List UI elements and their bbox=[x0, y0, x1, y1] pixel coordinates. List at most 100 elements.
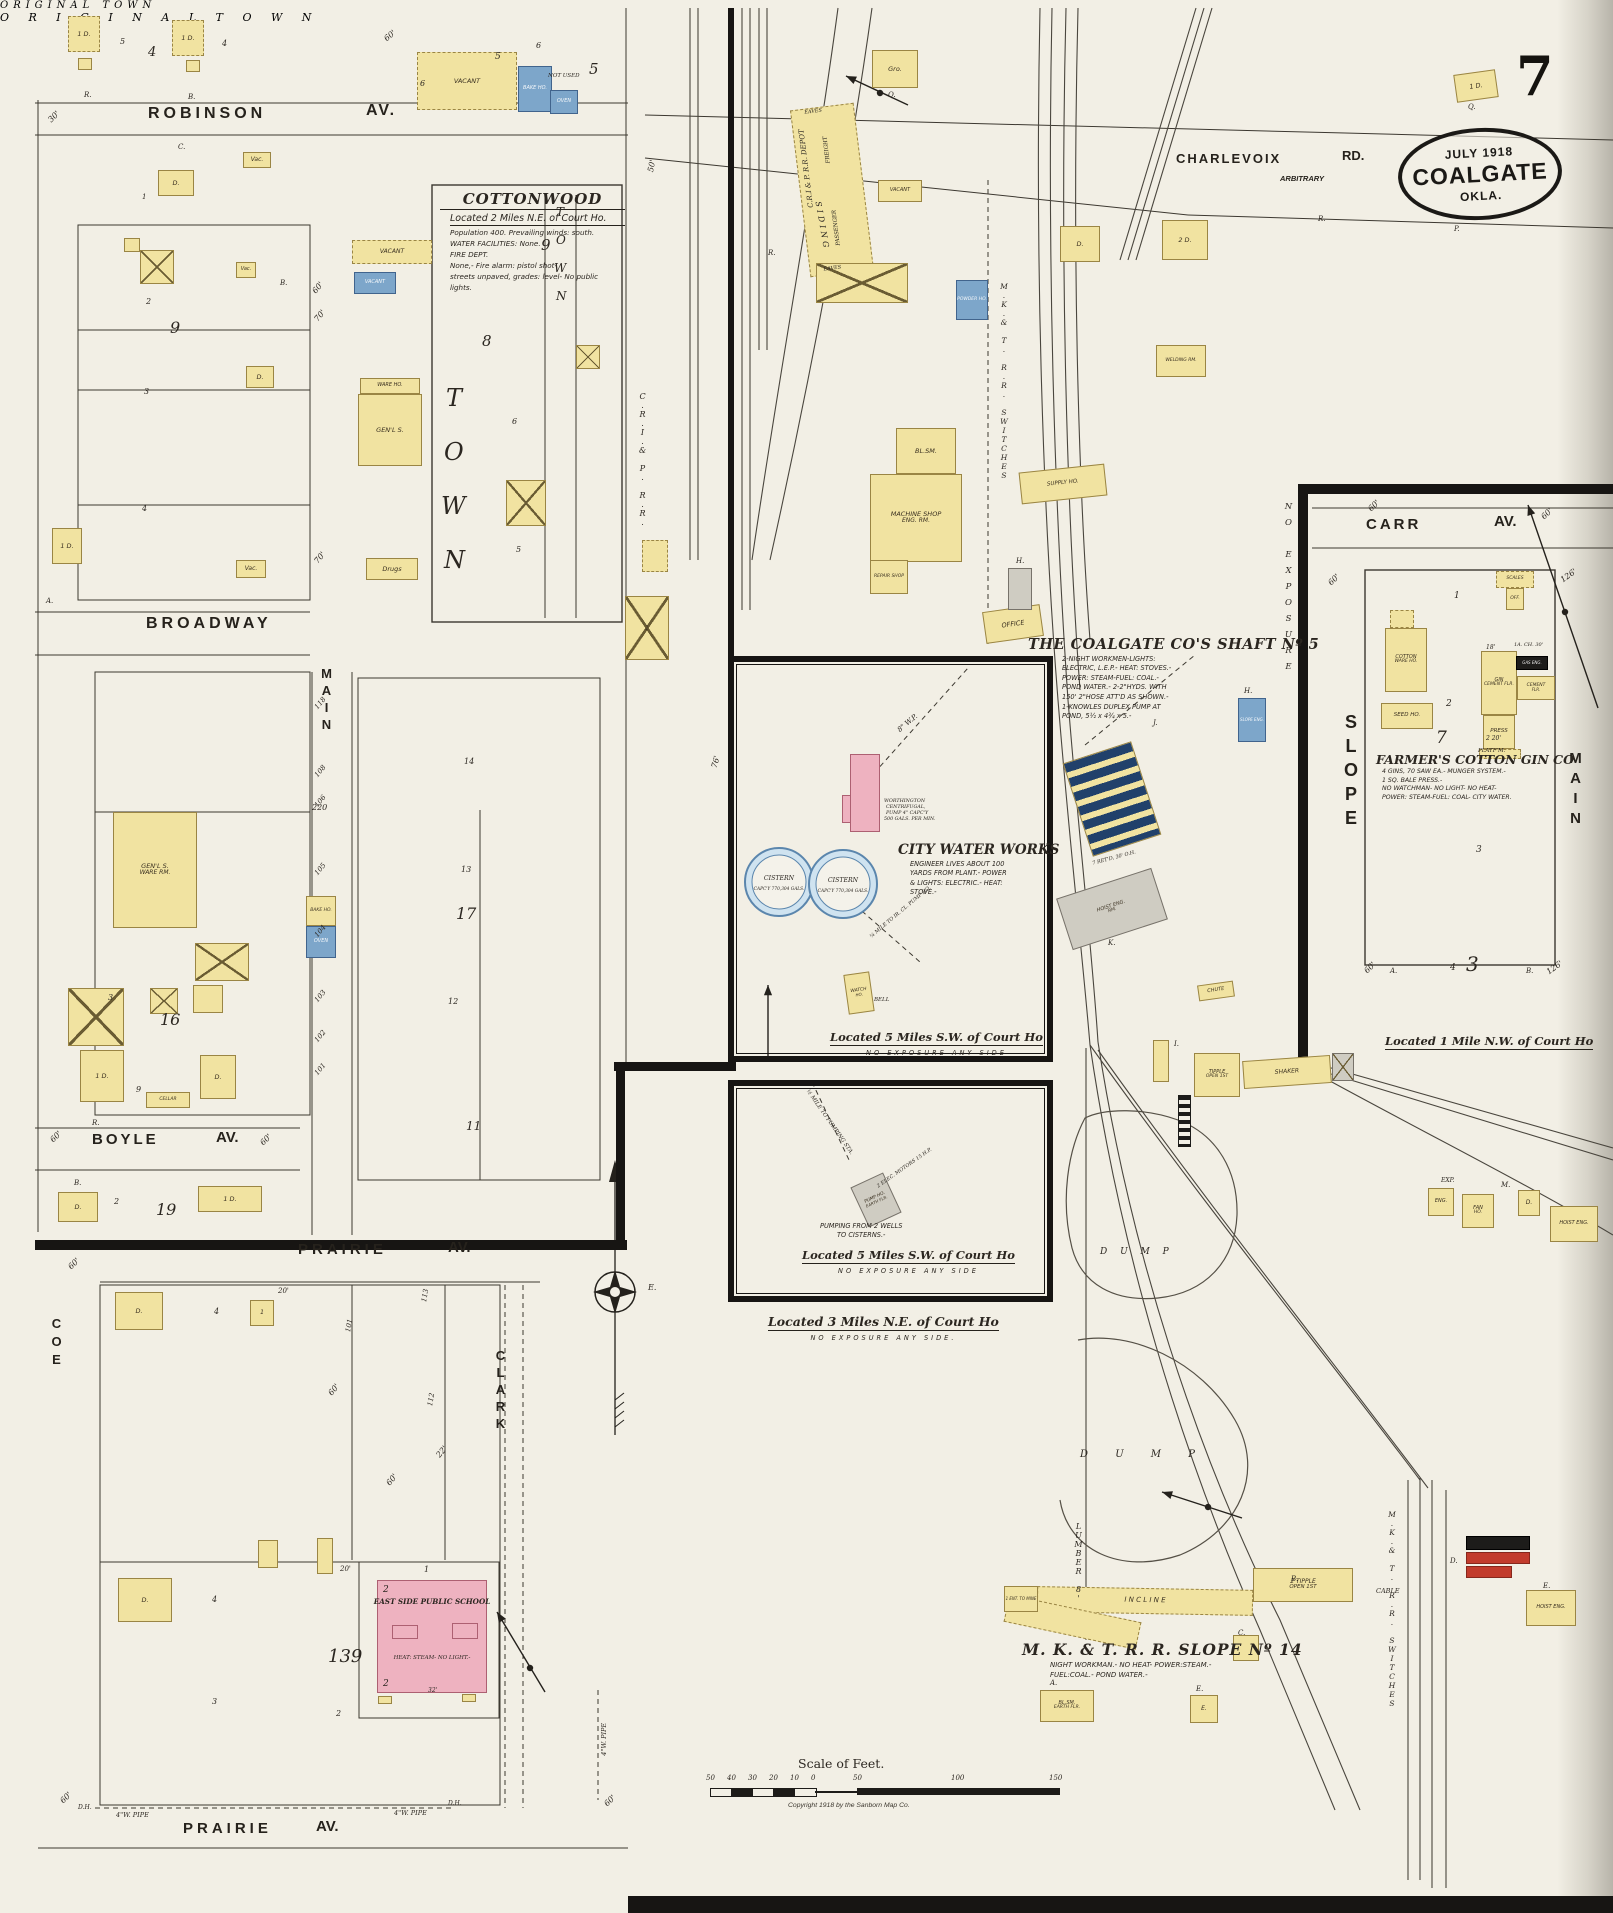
map-label: H. bbox=[1016, 557, 1025, 565]
building-label: TIPPLE bbox=[1208, 1069, 1226, 1076]
powder-house: POWDER HO. bbox=[956, 280, 988, 320]
map-label: Q. bbox=[888, 91, 896, 99]
dwelling: 1 D. bbox=[172, 20, 204, 56]
north-arrow-head bbox=[846, 76, 857, 85]
north-arrow-head bbox=[497, 1612, 506, 1623]
scale-tick: 100 bbox=[951, 1774, 965, 1782]
scale-line bbox=[815, 1791, 857, 1793]
building-label: SEED HO. bbox=[1393, 712, 1421, 719]
building-label: Drugs bbox=[382, 564, 402, 573]
cottonwood-located: Located 2 Miles N.E. of Court Ho. bbox=[450, 213, 625, 226]
map-label: 4"W. PIPE bbox=[394, 1809, 427, 1817]
city-water-works-note: CITY WATER WORKS ENGINEER LIVES ABOUT 10… bbox=[898, 842, 1059, 896]
map-label: 5 bbox=[516, 545, 522, 554]
section-border bbox=[614, 1062, 736, 1071]
scale-tick: 50 bbox=[706, 1774, 715, 1782]
barn bbox=[195, 943, 249, 981]
scale-tick: 10 bbox=[790, 1774, 799, 1782]
welding-room: WELDING RM. bbox=[1156, 345, 1206, 377]
block-outline bbox=[357, 677, 601, 1181]
note-line: YARDS FROM PLANT.- POWER bbox=[910, 869, 1007, 877]
incline-ladder bbox=[1178, 1095, 1191, 1147]
building-label: Vac. bbox=[244, 564, 258, 572]
shed bbox=[1233, 1635, 1259, 1661]
cellar: CELLAR bbox=[146, 1092, 190, 1108]
rr-cri-p: C.R.I.& P. R.R. bbox=[638, 392, 647, 527]
map-label: 5 bbox=[120, 37, 126, 46]
note-line: lights. bbox=[450, 283, 472, 292]
map-label: O bbox=[444, 438, 464, 466]
building-label: BAKE HO. bbox=[310, 907, 332, 913]
building-label: Gro. bbox=[888, 64, 902, 73]
shaft5-title: THE COALGATE CO'S SHAFT Nº 5 bbox=[1028, 636, 1320, 653]
building-label: 1 ENT. TO MINE bbox=[1005, 1595, 1037, 1601]
map-label: HEAT: STEAM- NO LIGHT.- bbox=[393, 1655, 471, 1661]
map-label: T bbox=[446, 384, 463, 412]
street-robinson-av: AV. bbox=[366, 102, 397, 119]
street-carr: CARR bbox=[1366, 516, 1422, 533]
vacant-store: VACANT bbox=[878, 180, 922, 202]
dwelling: D. bbox=[246, 366, 274, 388]
building-label: E. bbox=[1201, 1704, 1207, 1712]
note-line: 1-KNOWLES DUPLEX PUMP AT bbox=[1062, 702, 1161, 711]
note-line: POND, 5½ x 4¾ x 5.- bbox=[1062, 712, 1132, 721]
map-label: 3 bbox=[212, 1697, 218, 1706]
cistern-inner bbox=[751, 854, 807, 910]
map-label: 1 bbox=[424, 1565, 430, 1574]
street-broadway: BROADWAY bbox=[146, 615, 272, 632]
map-label: 3 bbox=[1466, 952, 1479, 976]
farmers-gin-note: FARMER'S COTTON GIN CO 4 GINS, 70 SAW EA… bbox=[1376, 752, 1574, 801]
map-line bbox=[854, 904, 921, 963]
building-sublabel: HO. bbox=[855, 991, 864, 998]
map-label: EAST SIDE PUBLIC SCHOOL bbox=[373, 1597, 491, 1606]
depot-label: PASSENGER bbox=[831, 209, 842, 246]
map-label: B. bbox=[188, 93, 196, 101]
shed-vacant: Vac. bbox=[236, 262, 256, 278]
street-prairie-lower-av: AV. bbox=[316, 1818, 339, 1835]
north-arrow-head bbox=[1162, 1491, 1173, 1500]
map-line bbox=[867, 667, 969, 781]
railroad-track bbox=[1097, 1041, 1361, 1811]
school-stairs bbox=[452, 1623, 478, 1639]
map-label: M. bbox=[1501, 1181, 1511, 1189]
map-label: A. bbox=[1050, 1679, 1058, 1687]
scale-tick: 0 bbox=[811, 1774, 816, 1782]
vacant-store: VACANT bbox=[352, 240, 432, 264]
building-label: WELDING RM. bbox=[1165, 357, 1197, 363]
map-line bbox=[1084, 654, 1196, 746]
building-label: GEN'L S. bbox=[141, 862, 169, 871]
pump-house-annex bbox=[842, 795, 851, 823]
building-label: PRESS bbox=[1490, 728, 1508, 735]
map-label: 16 bbox=[160, 1010, 181, 1029]
gin-located: Located 1 Mile N.W. of Court Ho bbox=[1385, 1034, 1594, 1050]
railroad-track bbox=[1063, 7, 1081, 691]
map-label: B. bbox=[1526, 967, 1534, 975]
map-label: 4 bbox=[214, 1307, 220, 1316]
map-line bbox=[811, 1081, 851, 1163]
map-label: R. bbox=[84, 91, 92, 99]
map-label: BELL bbox=[874, 997, 890, 1003]
street-prairie-upper: PRAIRIE bbox=[298, 1241, 387, 1258]
map-label: 17 bbox=[456, 904, 477, 923]
section-border bbox=[1298, 484, 1308, 1064]
shed bbox=[1332, 1053, 1354, 1081]
map-label: 19 bbox=[156, 1200, 177, 1219]
building-label: GAS ENG. bbox=[1522, 659, 1542, 665]
pond-outline bbox=[1059, 1337, 1249, 1563]
platform bbox=[1479, 749, 1521, 759]
building-sublabel: WARE HO. bbox=[1394, 659, 1418, 665]
map-label: 4 bbox=[1450, 963, 1456, 973]
map-line bbox=[1187, 214, 1613, 229]
street-prairie-lower: PRAIRIE bbox=[183, 1820, 272, 1837]
map-label: D U M P bbox=[1080, 1449, 1207, 1460]
section-border bbox=[628, 1896, 1613, 1913]
scale-tick: 20 bbox=[769, 1774, 778, 1782]
rr-lumber-spur: LUMBER 8' bbox=[1074, 1522, 1083, 1603]
building-label: 1 bbox=[260, 1308, 264, 1316]
boiler-house bbox=[1466, 1536, 1530, 1550]
